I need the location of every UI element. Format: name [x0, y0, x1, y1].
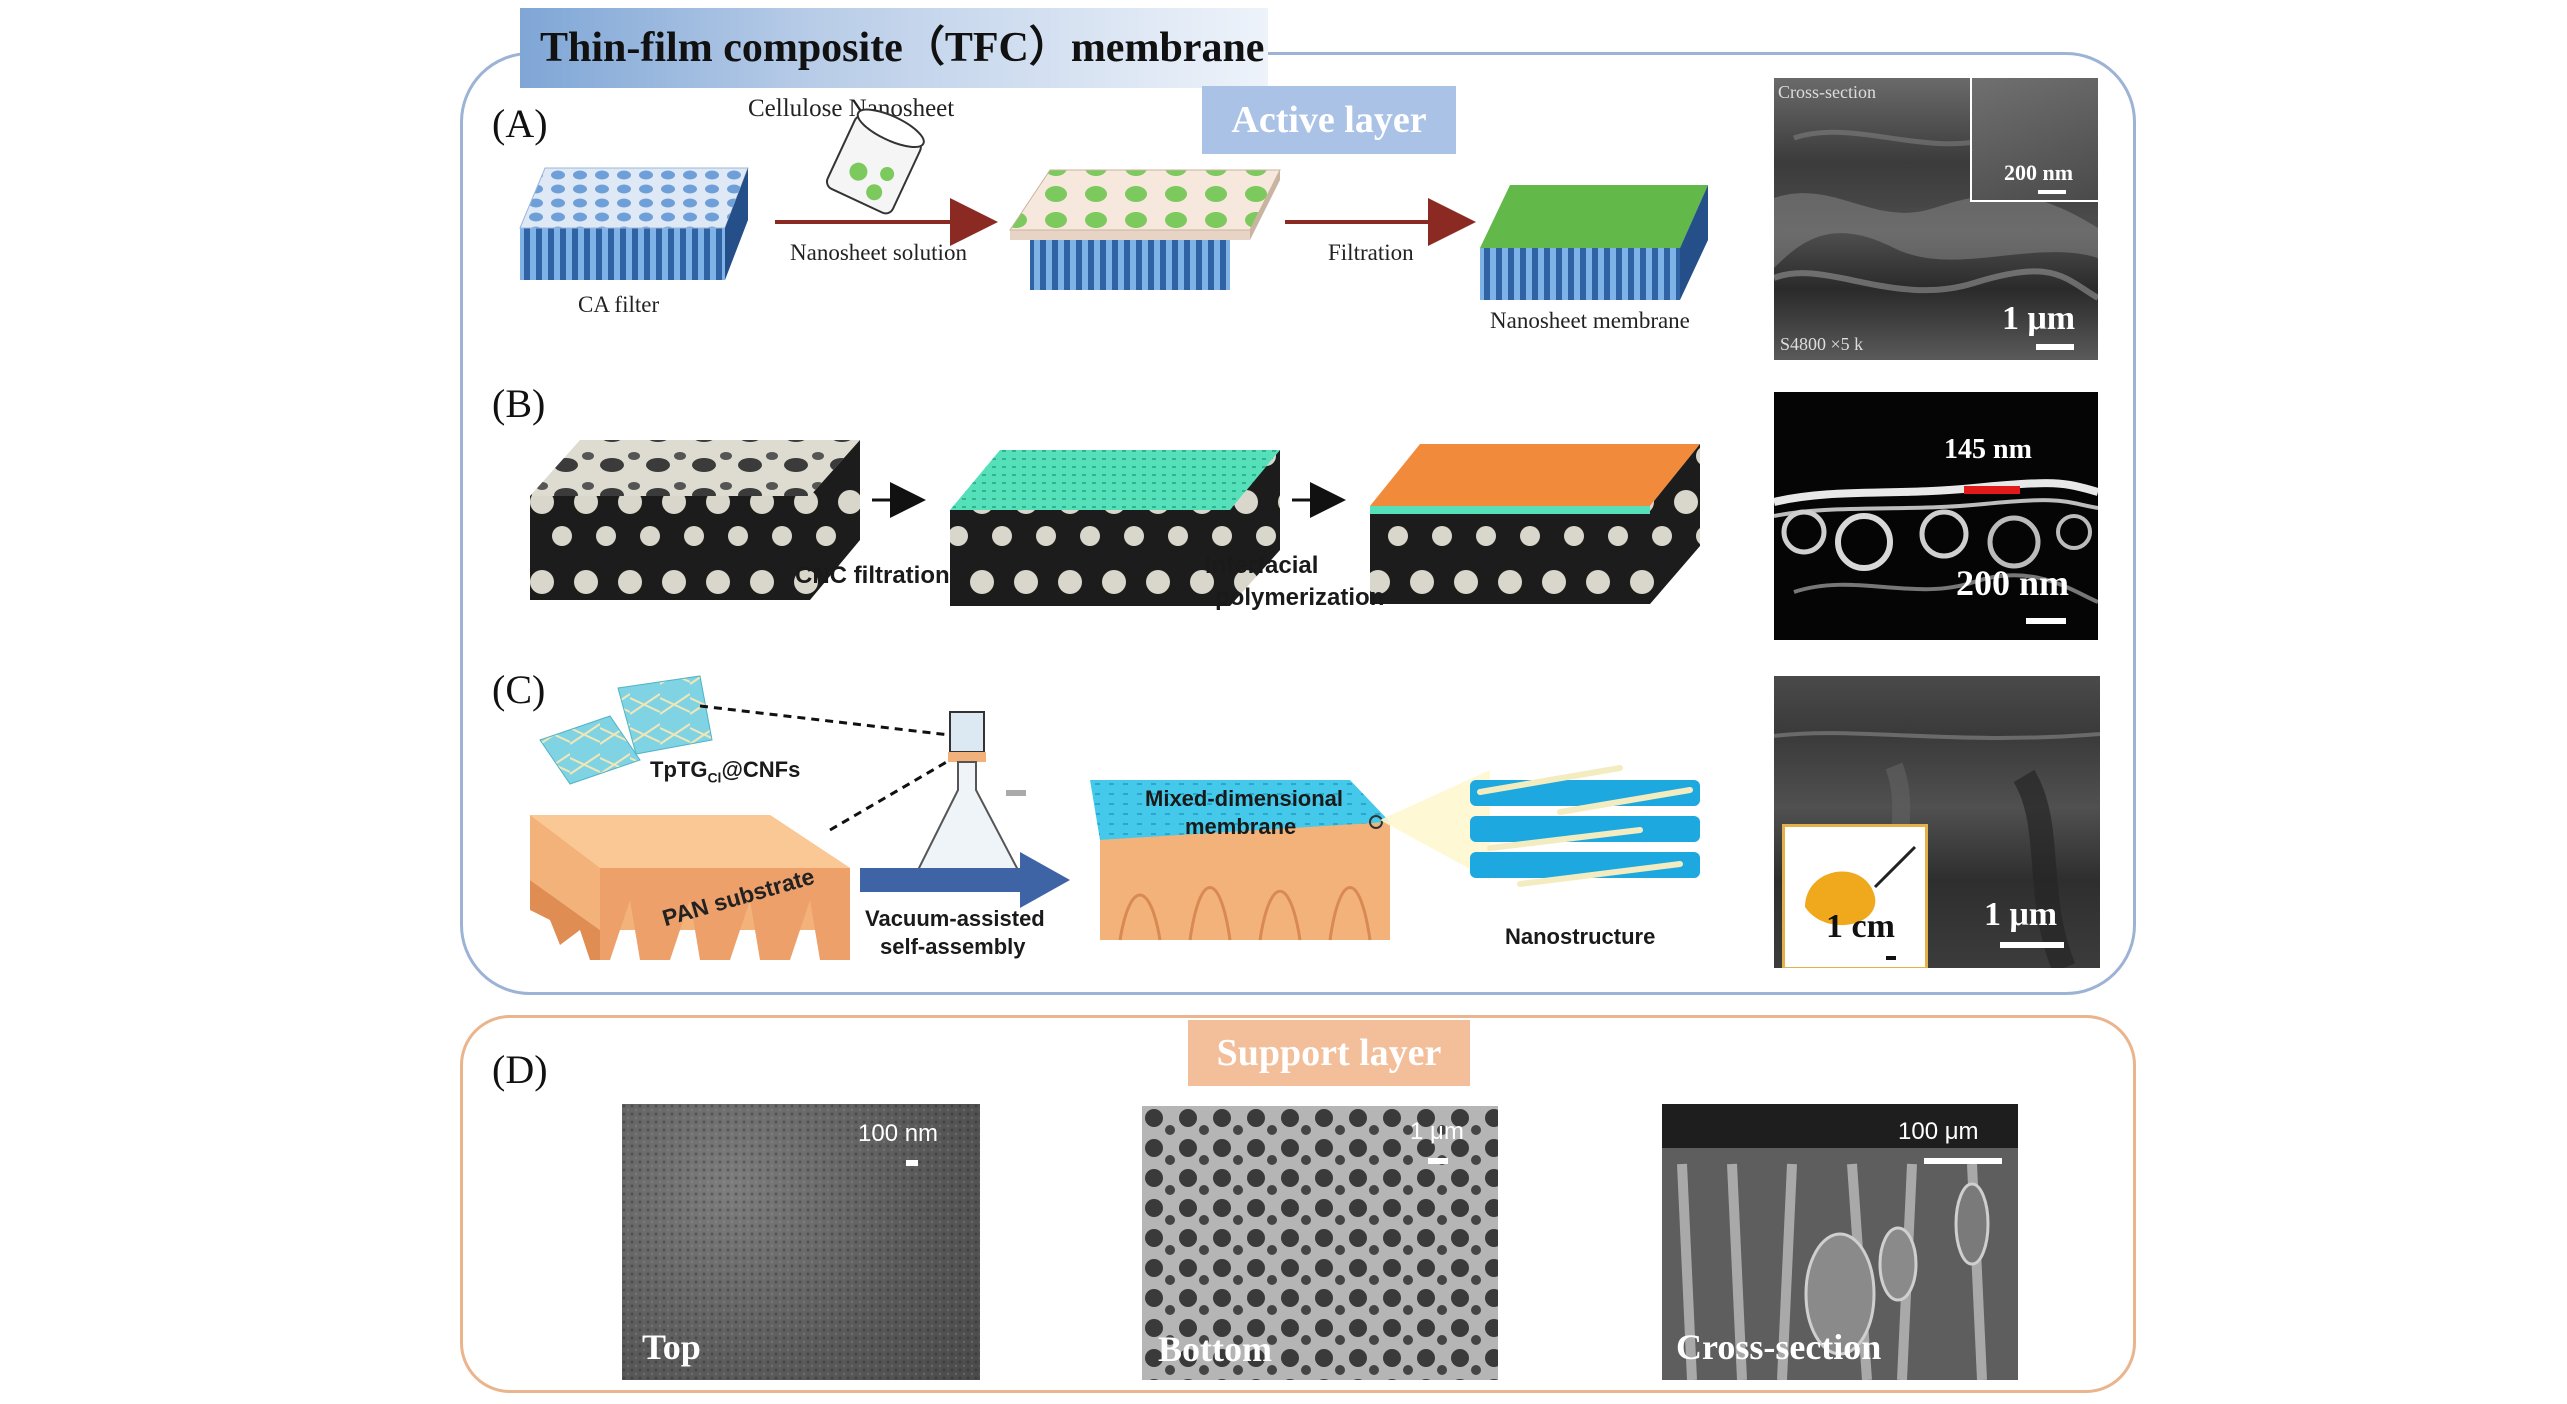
nanosheet-solution-label: Nanosheet solution [790, 240, 967, 265]
panel-a-sem-scale-label: 1 μm [2002, 300, 2076, 337]
support-top-scale-bar [906, 1160, 918, 1166]
ca-filter-label: CA filter [578, 292, 660, 317]
nanosheet-vial-icon [825, 108, 925, 215]
pan-substrate-block [530, 815, 850, 960]
magnify-spot [1369, 815, 1383, 829]
figure-title: Thin-film composite（TFC）membrane [520, 8, 1268, 88]
nanostructure-stack [1470, 765, 1700, 887]
panel-a-sem-cross-section-label: Cross-section [1778, 82, 1876, 102]
panel-d-label: (D) [492, 1047, 548, 1092]
tfc-section-frame [460, 52, 2136, 995]
support-cross-scale-bar [1924, 1158, 2002, 1164]
mixed-membrane-label-line1: Mixed-dimensional [1145, 786, 1344, 811]
tptg-flake-1 [539, 715, 641, 785]
nanostructure-label: Nanostructure [1505, 924, 1656, 949]
nanosheet-membrane-label: Nanosheet membrane [1490, 308, 1690, 333]
support-bottom-sem: 1 μm Bottom [1142, 1106, 1498, 1380]
panel-b-sem-image: 145 nm 200 nm [1774, 392, 2098, 640]
panel-c-sem-image: 1 cm 1 μm [1774, 676, 2100, 968]
support-layer-banner: Support layer [1188, 1020, 1470, 1086]
vacuum-flask-icon [916, 711, 1026, 891]
support-top-label: Top [642, 1327, 701, 1367]
support-bottom-scale-label: 1 μm [1410, 1118, 1464, 1145]
vacuum-assembly-arrow [860, 852, 1070, 908]
support-bottom-scale-bar [1428, 1158, 1448, 1164]
panel-c-sem-scale-bar [2000, 942, 2064, 948]
panel-c-label: (C) [492, 667, 546, 712]
panel-a-inset-scale-label: 200 nm [2004, 160, 2074, 185]
polyamide-coated-block [1370, 444, 1700, 604]
panel-c-inset-scale-bar [1886, 956, 1896, 960]
panel-b-label: (B) [492, 381, 546, 426]
nanosheet-on-filter-block [1009, 169, 1281, 290]
panel-b-thickness-label: 145 nm [1944, 434, 2032, 465]
support-bottom-label: Bottom [1158, 1329, 1272, 1369]
panel-a-sem-image: Cross-section 200 nm 1 μm S4800 ×5 k [1774, 78, 2098, 360]
tptg-cnfs-label: TpTGCl@CNFs [650, 757, 801, 786]
magnify-beam [1380, 770, 1490, 880]
support-cross-label: Cross-section [1676, 1327, 1882, 1367]
support-top-sem: 100 nm Top [622, 1104, 980, 1380]
support-top-scale-label: 100 nm [858, 1120, 939, 1147]
panel-b-thickness-marker [1964, 486, 2020, 494]
panel-b-sem-scale-label: 200 nm [1956, 563, 2070, 603]
panel-c-sem-scale-label: 1 μm [1984, 896, 2058, 933]
panel-a-inset-scale-bar [2038, 190, 2066, 194]
cnc-coated-block [950, 450, 1280, 606]
support-section-frame [460, 1015, 2136, 1393]
panel-a-sem-footer: S4800 ×5 k [1780, 334, 1864, 354]
ca-filter-block [519, 167, 749, 280]
porous-support-block [530, 440, 860, 600]
interfacial-label-line2: polymerization [1215, 584, 1385, 611]
panel-c-inset-scale-label: 1 cm [1826, 908, 1895, 945]
filtration-label: Filtration [1328, 240, 1414, 265]
cnc-filtration-label: CNC filtration [795, 562, 950, 589]
dashed-line-1 [699, 704, 959, 738]
cellulose-nanosheet-label: Cellulose Nanosheet [748, 95, 955, 122]
support-cross-section-sem: 100 μm Cross-section [1662, 1104, 2018, 1380]
mixed-membrane-block [1090, 780, 1390, 941]
nanosheet-membrane-block [1480, 185, 1708, 300]
mixed-membrane-label-line2: membrane [1185, 814, 1297, 839]
active-layer-banner: Active layer [1202, 86, 1456, 154]
cross-section-dark-top [1662, 1104, 2018, 1148]
interfacial-label-line1: Interfacial [1205, 552, 1319, 579]
panel-b-sem-scale-bar [2026, 618, 2066, 624]
dashed-line-2 [829, 758, 951, 832]
support-cross-scale-label: 100 μm [1898, 1118, 1979, 1145]
panel-a-sem-inset [1970, 78, 2098, 202]
panel-a-label: (A) [492, 101, 548, 146]
panel-a-sem-scale-bar [2036, 344, 2074, 350]
vacuum-label-line1: Vacuum-assisted [865, 906, 1045, 931]
vacuum-label-line2: self-assembly [880, 934, 1026, 959]
panel-c-photo-inset [1782, 824, 1928, 968]
tptg-flake-2 [617, 675, 713, 755]
